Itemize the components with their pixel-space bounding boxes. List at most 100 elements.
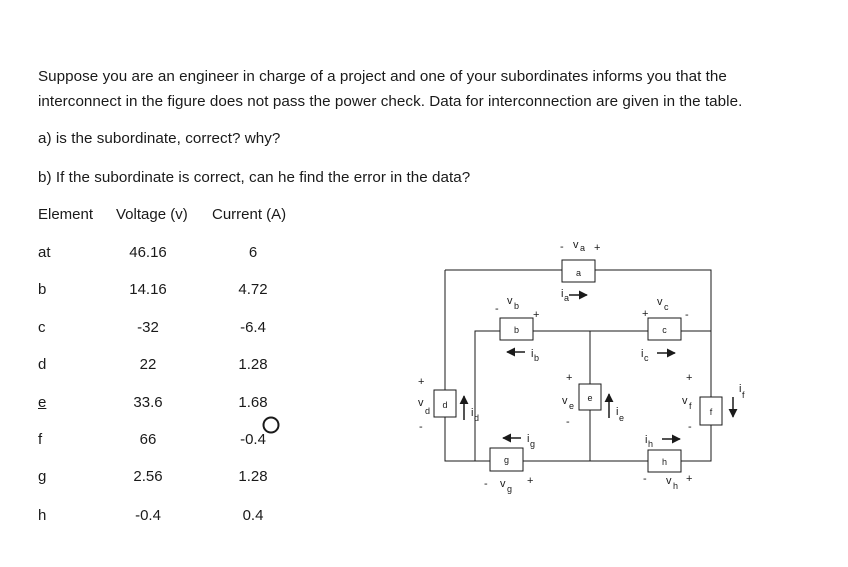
row-voltage: 22 — [139, 356, 157, 373]
question-b: b) If the subordinate is correct, can he… — [38, 169, 471, 186]
minus-sign: - — [566, 416, 570, 428]
row-voltage: -32 — [137, 319, 159, 336]
ve-subscript: e — [569, 401, 574, 411]
element-a: a — [561, 259, 596, 283]
element-g: g — [489, 447, 524, 472]
element-c: c — [647, 317, 682, 341]
row-current: -6.4 — [240, 319, 266, 336]
plus-sign: + — [686, 372, 692, 384]
svg-text:i: i — [739, 383, 741, 395]
problem-line-2: interconnect in the figure does not pass… — [38, 93, 743, 110]
row-voltage: 66 — [139, 431, 157, 448]
element-c-label: c — [662, 325, 667, 335]
ic-subscript: c — [644, 353, 649, 363]
svg-text:v: v — [562, 395, 568, 407]
minus-sign: - — [484, 478, 488, 490]
svg-text:v: v — [657, 296, 663, 308]
circuit-wires — [444, 269, 712, 462]
minus-sign: - — [419, 421, 423, 433]
svg-text:v: v — [418, 397, 424, 409]
svg-text:v: v — [573, 239, 579, 251]
row-voltage: 46.16 — [129, 244, 167, 261]
svg-text:v: v — [682, 395, 688, 407]
element-d-label: d — [442, 400, 447, 410]
row-current: 4.72 — [238, 281, 268, 298]
element-b-label: b — [514, 325, 519, 335]
minus-sign: - — [643, 473, 647, 485]
row-element: f — [38, 431, 43, 448]
ib-subscript: b — [534, 353, 539, 363]
element-h: h — [647, 449, 682, 473]
minus-sign: - — [495, 303, 499, 315]
minus-sign: - — [688, 421, 692, 433]
vg-subscript: g — [507, 484, 512, 494]
row-element: d — [38, 356, 47, 373]
plus-sign: + — [566, 372, 572, 384]
question-a: a) is the subordinate, correct? why? — [38, 130, 281, 147]
row-element: at — [38, 244, 51, 261]
element-b: b — [499, 317, 534, 341]
element-e-label: e — [587, 393, 592, 403]
svg-text:i: i — [471, 407, 473, 419]
header-element: Element — [38, 206, 94, 223]
element-g-label: g — [504, 455, 509, 465]
row-current: 1.28 — [238, 356, 268, 373]
svg-text:v: v — [666, 475, 672, 487]
row-current: 6 — [248, 244, 258, 261]
row-voltage: 2.56 — [133, 468, 163, 485]
row-current: 0.4 — [242, 507, 264, 524]
element-d: d — [433, 389, 457, 418]
ih-subscript: h — [648, 439, 653, 449]
vd-subscript: d — [425, 406, 430, 416]
header-voltage: Voltage (v) — [116, 206, 188, 223]
plus-sign: + — [686, 473, 692, 485]
element-f: f — [699, 396, 723, 426]
circle-annotation — [262, 416, 280, 434]
element-a-label: a — [576, 268, 581, 278]
svg-text:i: i — [531, 348, 533, 360]
row-element: c — [38, 319, 46, 336]
svg-text:v: v — [507, 295, 513, 307]
element-e: e — [578, 383, 602, 411]
id-subscript: d — [474, 413, 479, 423]
plus-sign: + — [527, 475, 533, 487]
vc-subscript: c — [664, 302, 669, 312]
current-arrows — [459, 290, 738, 444]
row-element: h — [38, 507, 47, 524]
row-element: g — [38, 468, 47, 485]
ia-subscript: a — [564, 293, 569, 303]
va-subscript: a — [580, 243, 585, 253]
vb-subscript: b — [514, 301, 519, 311]
vh-subscript: h — [673, 481, 678, 491]
plus-sign: + — [642, 308, 648, 320]
row-element: e — [38, 394, 47, 411]
ie-subscript: e — [619, 413, 624, 423]
svg-text:v: v — [500, 478, 506, 490]
vf-subscript: f — [689, 401, 692, 411]
row-element: b — [38, 281, 47, 298]
minus-sign: - — [685, 309, 689, 321]
element-f-label: f — [710, 407, 713, 417]
header-current: Current (A) — [212, 206, 287, 223]
row-current: 1.68 — [238, 394, 268, 411]
ig-subscript: g — [530, 439, 535, 449]
row-voltage: 14.16 — [129, 281, 167, 298]
row-current: -0.4 — [240, 431, 266, 448]
svg-text:i: i — [641, 348, 643, 360]
minus-sign: - — [560, 241, 564, 253]
svg-text:i: i — [616, 406, 618, 418]
svg-text:i: i — [645, 434, 647, 446]
problem-line-1: Suppose you are an engineer in charge of… — [38, 68, 727, 85]
row-current: 1.28 — [238, 468, 268, 485]
plus-sign: + — [418, 376, 424, 388]
element-h-label: h — [662, 457, 667, 467]
if-subscript: f — [742, 390, 745, 400]
svg-text:i: i — [561, 288, 563, 300]
row-voltage: -0.4 — [135, 507, 161, 524]
svg-text:i: i — [527, 433, 529, 445]
plus-sign: + — [594, 242, 600, 254]
row-voltage: 33.6 — [133, 394, 163, 411]
